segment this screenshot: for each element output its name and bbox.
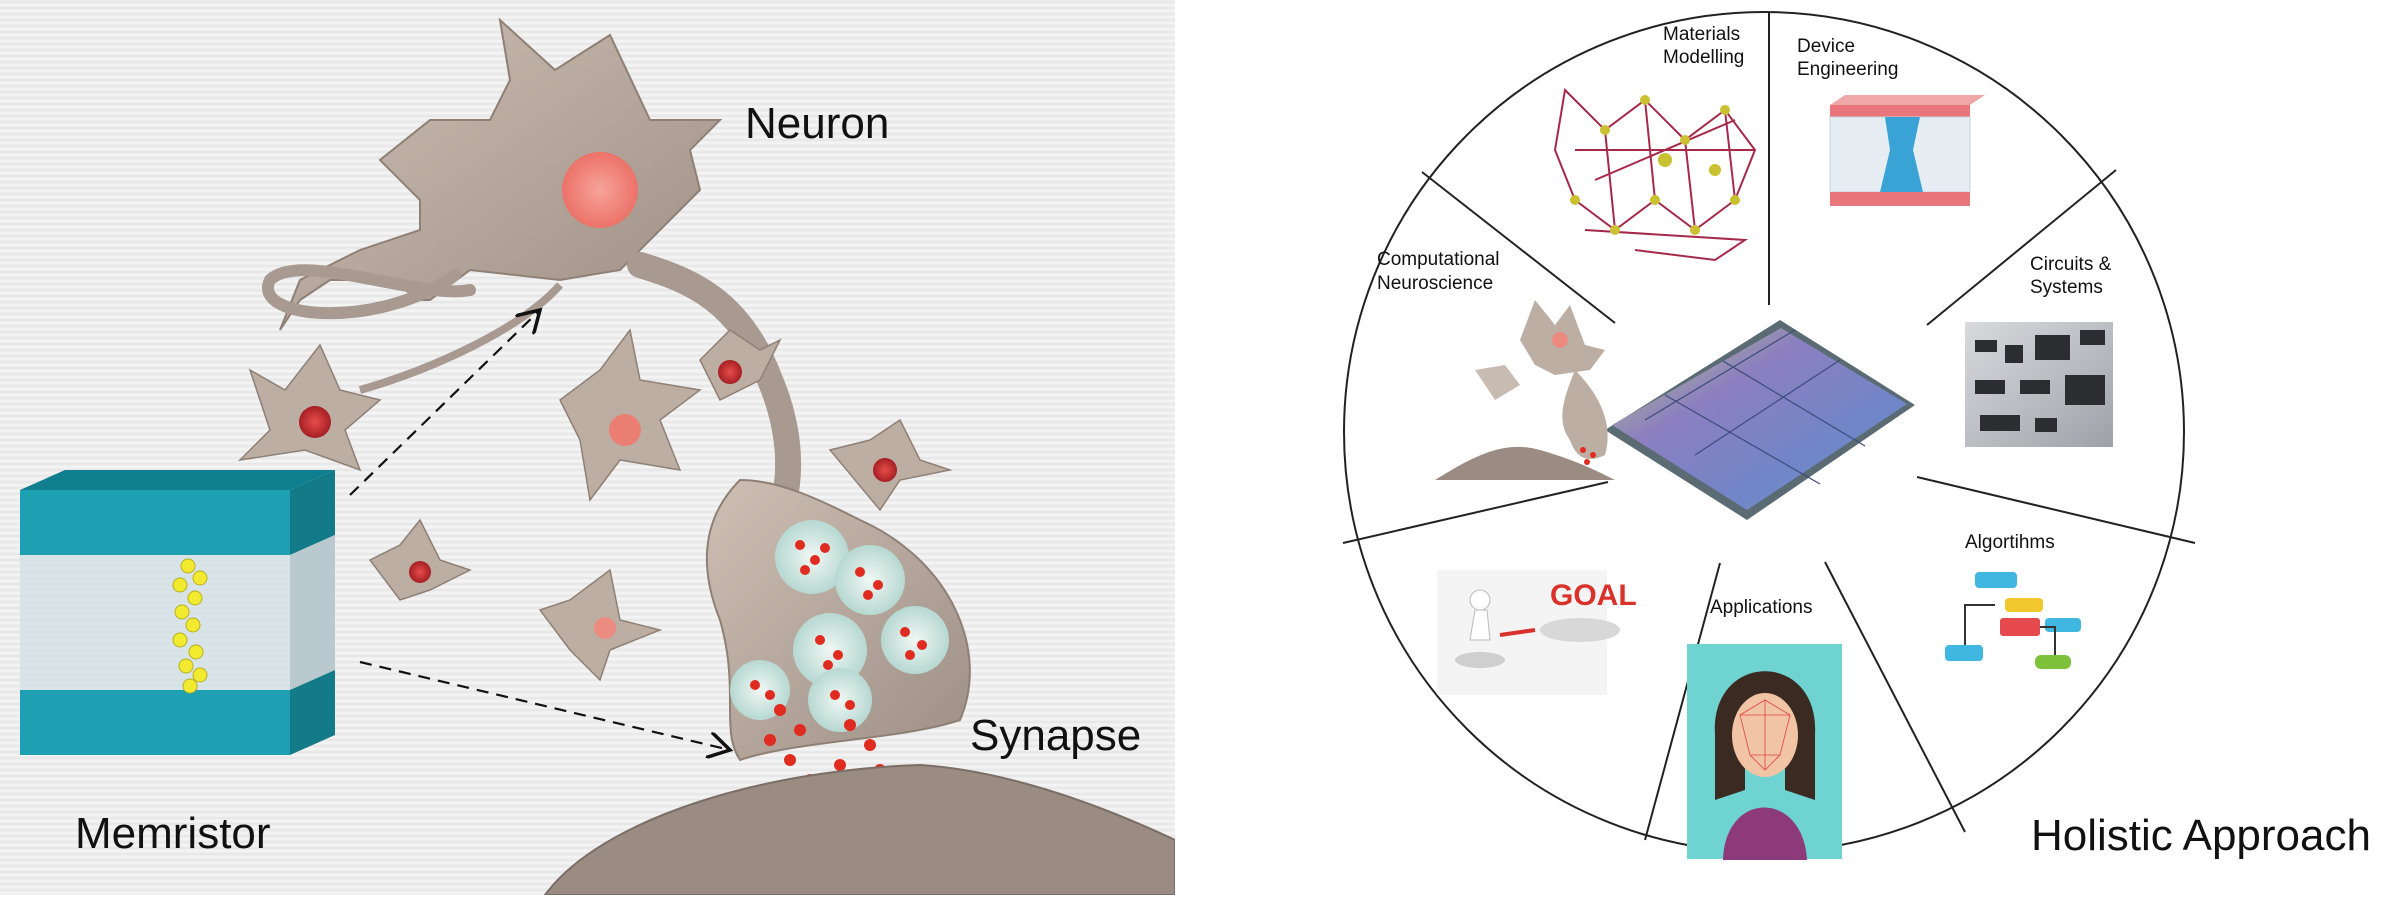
wheel-spokes — [1342, 12, 2196, 841]
main-nucleus — [562, 152, 638, 228]
neuron-memristor-panel: Neuron Memristor Synapse — [0, 0, 1176, 896]
face-recognition-image — [1687, 644, 1842, 860]
goal-image: GOAL — [1437, 570, 1637, 695]
materials-network-image — [1553, 87, 1757, 262]
materials-label-line1: Materials — [1663, 24, 1740, 45]
ion-filament — [172, 558, 208, 694]
holistic-approach-title: Holistic Approach — [2031, 811, 2371, 860]
synapse-label: Synapse — [970, 711, 1141, 760]
small-neurons — [237, 328, 953, 682]
neuron-illustration: Neuron Memristor Synapse — [0, 0, 1176, 896]
neuron-label: Neuron — [745, 99, 889, 148]
holistic-approach-panel: GOAL Materials Modelling Device Engineer… — [1175, 0, 2401, 895]
materials-label-line2: Modelling — [1663, 47, 1744, 68]
memristor-to-neuron-arrows — [349, 310, 730, 750]
circuits-label-line2: Systems — [2030, 277, 2103, 298]
device-label-line2: Engineering — [1797, 59, 1898, 80]
circuits-label-line1: Circuits & — [2030, 254, 2112, 275]
applications-label: Applications — [1710, 597, 1812, 618]
synapse-bulb — [705, 478, 971, 796]
algorithms-label: Algortihms — [1965, 532, 2055, 553]
neuroscience-image — [1435, 300, 1615, 480]
neuroscience-label-line1: Computational — [1377, 249, 1500, 270]
holistic-wheel: GOAL Materials Modelling Device Engineer… — [1342, 11, 2371, 860]
central-chip — [1605, 320, 1915, 520]
vesicle-contents — [750, 540, 927, 796]
memristor-device — [20, 470, 335, 755]
device-label-line1: Device — [1797, 36, 1855, 57]
pcb-image — [1965, 322, 2113, 447]
segment-labels: Materials Modelling Device Engineering C… — [1377, 24, 2112, 618]
goal-word: GOAL — [1550, 579, 1637, 612]
device-stack-image — [1829, 95, 1985, 206]
postsynaptic-membrane — [543, 763, 1176, 896]
materials-atoms — [1570, 95, 1740, 235]
neuroscience-label-line2: Neuroscience — [1377, 273, 1493, 294]
memristor-label: Memristor — [75, 809, 271, 858]
flowchart-image — [1945, 572, 2081, 669]
